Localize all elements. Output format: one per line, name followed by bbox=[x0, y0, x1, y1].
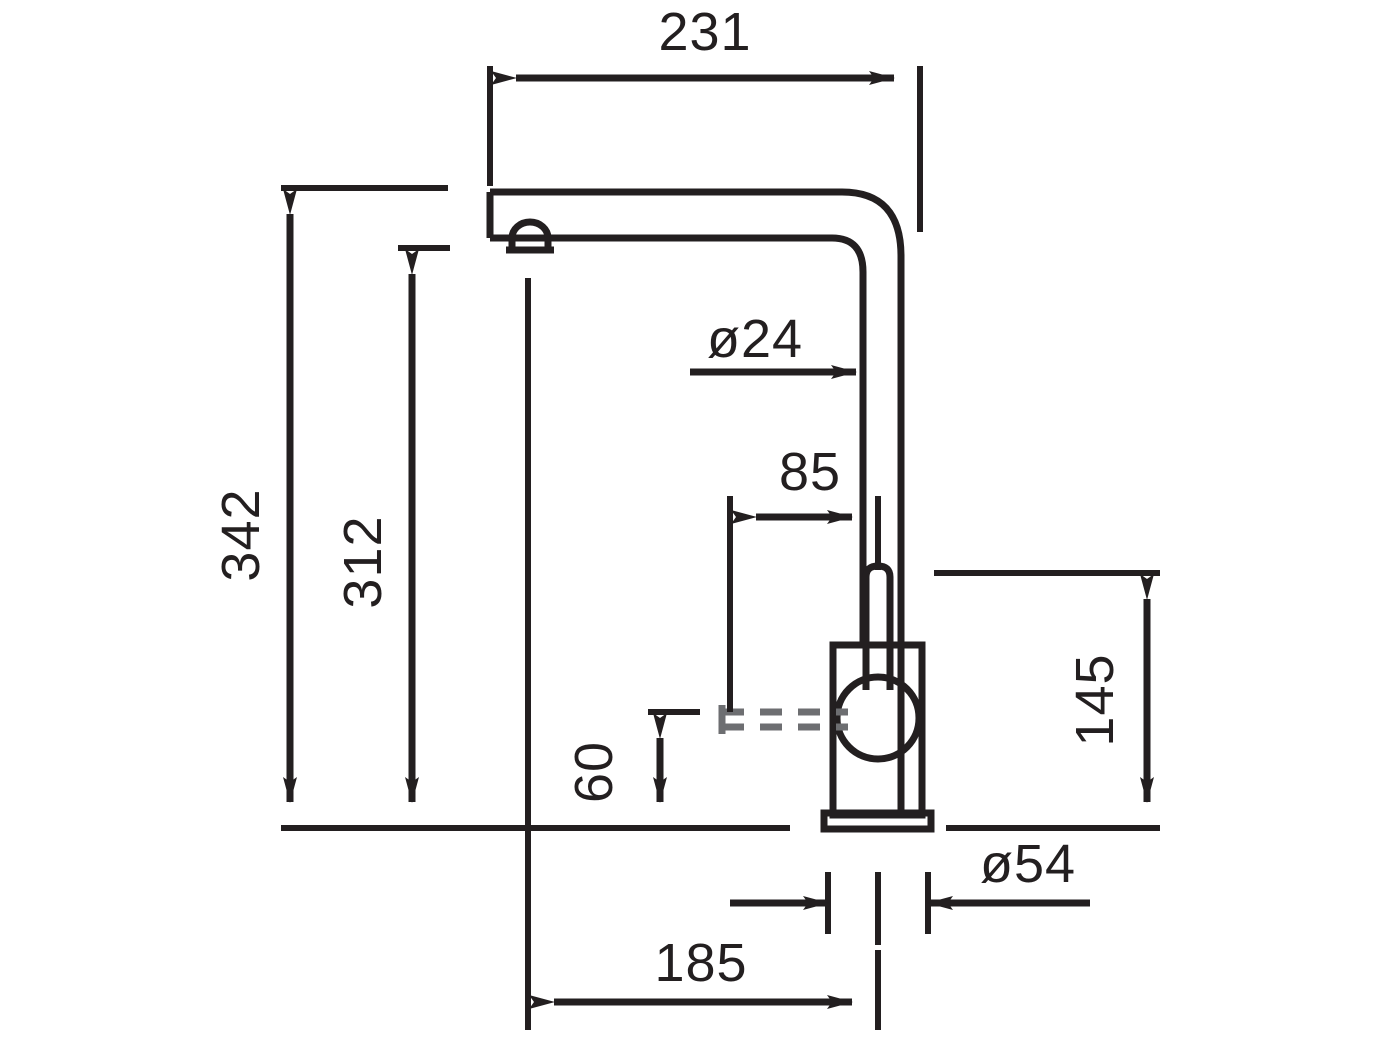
dimension-label-diameter-54: ø54 bbox=[980, 834, 1076, 894]
dimension-lines bbox=[283, 71, 1154, 1009]
spout-tube-outer bbox=[490, 188, 905, 816]
dimension-label-diameter-24: ø24 bbox=[707, 309, 803, 369]
lever-handle bbox=[862, 562, 894, 690]
dimension-label-231: 231 bbox=[658, 2, 751, 62]
ball-valve-circle bbox=[833, 673, 923, 763]
dimension-label-312: 312 bbox=[333, 515, 393, 608]
dimension-label-185: 185 bbox=[654, 933, 747, 993]
dimension-labels: 231 342 312 ø24 85 60 145 ø54 185 bbox=[211, 2, 1125, 993]
dimension-label-342: 342 bbox=[211, 488, 271, 581]
dimension-label-85: 85 bbox=[779, 442, 841, 502]
base-flange bbox=[820, 809, 935, 833]
spout-tube-inner bbox=[490, 234, 867, 645]
dimension-label-60: 60 bbox=[564, 741, 624, 803]
aerator-outlet-icon bbox=[508, 218, 552, 254]
reference-lines bbox=[281, 66, 1160, 1030]
faucet-geometry bbox=[486, 188, 935, 833]
dimension-label-145: 145 bbox=[1065, 653, 1125, 746]
handle-down-position bbox=[722, 708, 848, 731]
